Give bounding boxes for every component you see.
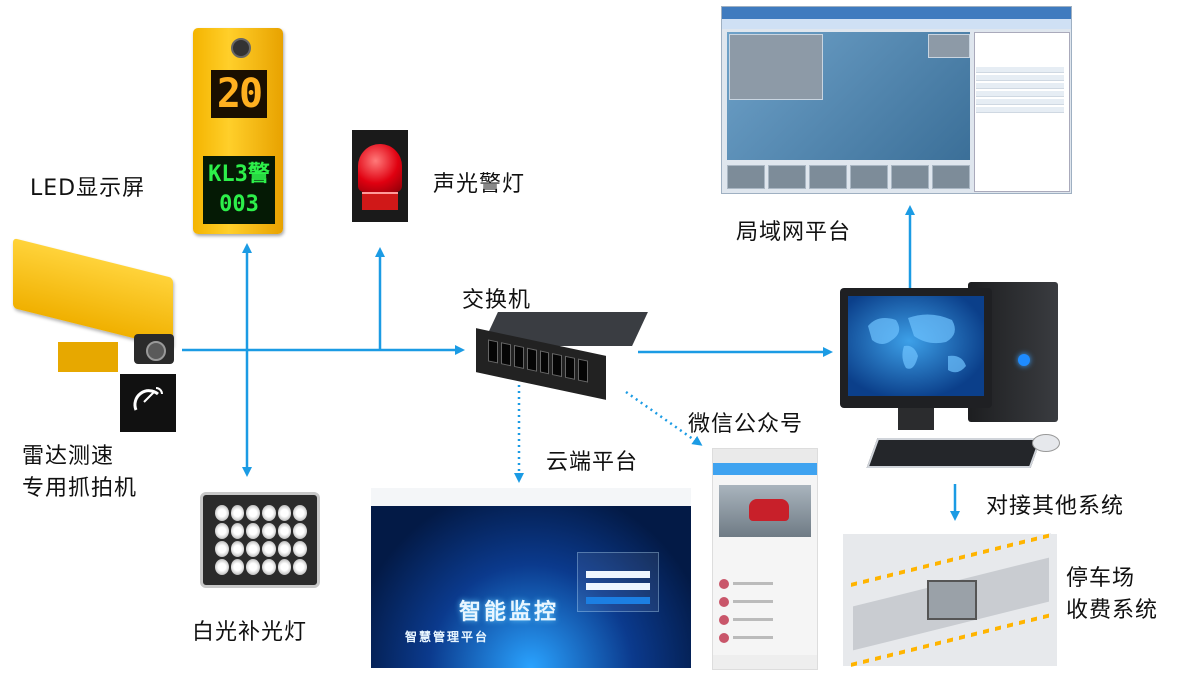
label-parking-line2: 收费系统 bbox=[1066, 598, 1159, 623]
lan-table-row bbox=[976, 107, 1064, 113]
lan-table-row bbox=[976, 83, 1064, 89]
led-speed-value: 20 bbox=[211, 70, 267, 118]
lan-video-cell bbox=[729, 34, 823, 100]
wechat-header bbox=[713, 463, 817, 475]
cloud-login-box bbox=[577, 552, 659, 612]
white-light-led-grid bbox=[215, 505, 307, 575]
label-led-display: LED显示屏 bbox=[30, 176, 146, 201]
cloud-login-screen: 智能监控 智慧管理平台 bbox=[371, 506, 691, 668]
led-plate-line: KL3警 bbox=[208, 162, 270, 187]
radar-antenna-panel bbox=[120, 374, 176, 432]
lan-table-row bbox=[976, 75, 1064, 81]
cloud-password-field bbox=[586, 583, 650, 590]
radar-camera-body bbox=[13, 238, 173, 348]
switch-icon bbox=[476, 312, 648, 400]
cloud-title: 智能监控 bbox=[459, 600, 560, 625]
computer-monitor bbox=[840, 288, 992, 408]
cloud-screen-icon: 智能监控 智慧管理平台 bbox=[371, 488, 691, 668]
alarm-light-icon bbox=[352, 130, 408, 222]
alarm-base bbox=[362, 192, 398, 210]
computer-screen-map bbox=[848, 296, 984, 396]
computer-stand bbox=[898, 408, 934, 430]
lan-title-bar bbox=[722, 7, 1071, 19]
label-radar-line1: 雷达测速 bbox=[22, 444, 115, 469]
computer-icon bbox=[840, 282, 1062, 482]
cloud-subtitle: 智慧管理平台 bbox=[405, 630, 490, 644]
keyboard-icon bbox=[866, 438, 1042, 468]
lan-table-row bbox=[976, 99, 1064, 105]
wechat-status-bar bbox=[713, 449, 817, 463]
wechat-list-item bbox=[719, 579, 811, 591]
lan-video-cell bbox=[928, 34, 970, 58]
wechat-list-item bbox=[719, 615, 811, 627]
label-radar-line2: 专用抓拍机 bbox=[22, 476, 138, 501]
lan-menu-bar bbox=[722, 19, 1071, 29]
computer-power-led bbox=[1018, 354, 1030, 366]
white-light-icon bbox=[200, 492, 320, 588]
cloud-login-button bbox=[586, 597, 650, 604]
label-switch: 交换机 bbox=[462, 288, 532, 313]
cloud-address-bar bbox=[371, 488, 691, 507]
wechat-nav-bar bbox=[713, 655, 817, 669]
lan-table-row bbox=[976, 67, 1064, 73]
lan-thumbnail-strip bbox=[727, 165, 970, 189]
wechat-list-item bbox=[719, 597, 811, 609]
label-white-light: 白光补光灯 bbox=[192, 620, 308, 645]
wechat-list-item bbox=[719, 633, 811, 645]
wechat-car-photo bbox=[719, 485, 811, 537]
wechat-phone-icon bbox=[712, 448, 818, 670]
label-parking-line1: 停车场 bbox=[1066, 566, 1136, 591]
label-wechat: 微信公众号 bbox=[688, 412, 804, 437]
led-display-icon: 20 KL3警 003 bbox=[193, 28, 283, 234]
led-code-line: 003 bbox=[219, 192, 259, 217]
radar-camera-lens bbox=[134, 334, 174, 364]
mouse-icon bbox=[1032, 434, 1060, 452]
label-lan-platform: 局域网平台 bbox=[736, 220, 852, 245]
radar-camera-mount bbox=[58, 342, 118, 372]
label-cloud-platform: 云端平台 bbox=[546, 450, 639, 475]
cloud-username-field bbox=[586, 571, 650, 578]
parking-booth bbox=[927, 580, 977, 620]
led-camera-dot bbox=[231, 38, 251, 58]
lan-table-row bbox=[976, 91, 1064, 97]
alarm-dome bbox=[358, 144, 402, 192]
parking-diagram-icon bbox=[843, 533, 1057, 667]
label-alarm-light: 声光警灯 bbox=[433, 172, 526, 197]
label-other-systems: 对接其他系统 bbox=[986, 494, 1125, 519]
radar-camera-icon bbox=[8, 238, 183, 434]
lan-screen-icon bbox=[721, 6, 1072, 194]
led-plate-text: KL3警 003 bbox=[203, 156, 275, 224]
